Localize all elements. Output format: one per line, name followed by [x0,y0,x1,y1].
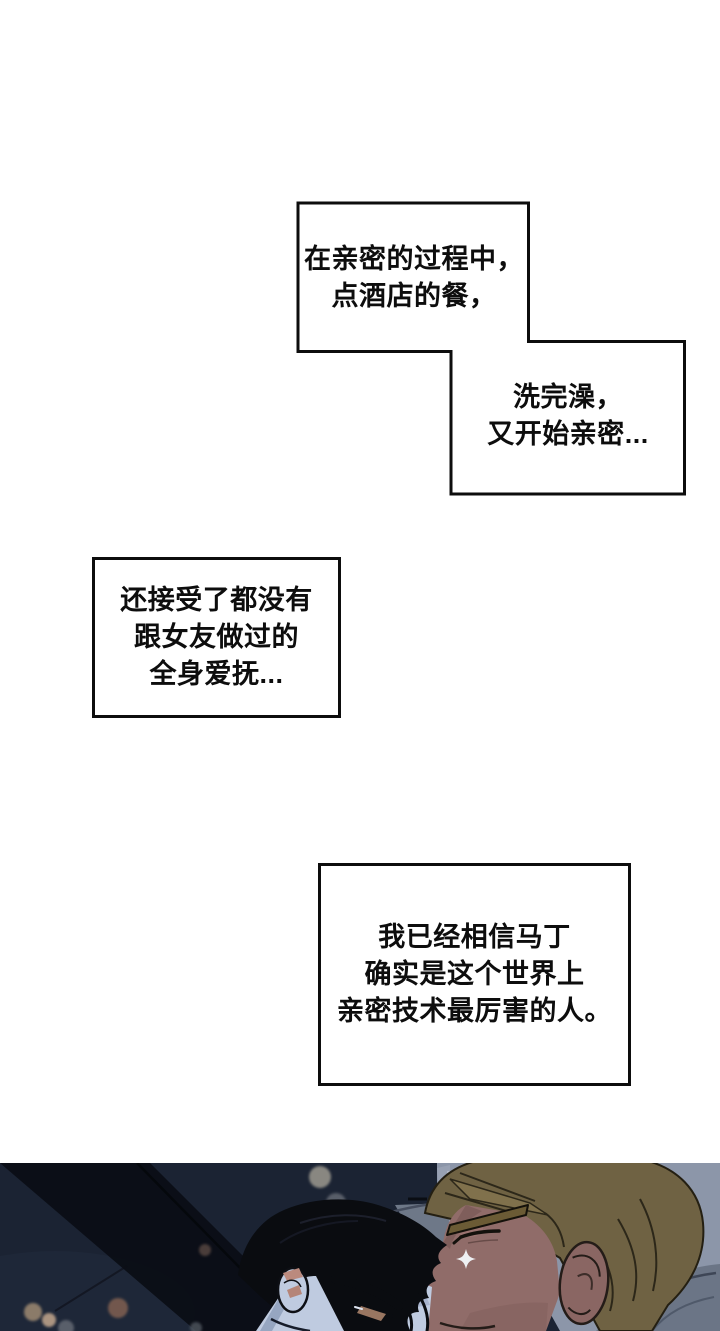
tear-sparkle [456,1249,476,1269]
dark-mans-eye-glint [354,1306,363,1310]
blond-ear-helix-line [572,1254,601,1277]
caption-line: 跟女友做过的 [134,622,299,652]
bokeh-light [108,1298,128,1318]
blond-ear-inner-line [577,1273,593,1290]
caption-box-3: 还接受了都没有 跟女友做过的 全身爱抚... [92,557,341,718]
black-hair-sheen [299,1214,387,1224]
bedding-fold-line [651,1296,715,1331]
dark-mans-ear-inner [283,1268,303,1281]
black-hair-sheen [279,1220,359,1244]
bokeh-light [190,1322,202,1331]
caption-line: 还接受了都没有 [120,585,313,615]
dark-mans-ear-inner [287,1285,302,1298]
shadow-band [0,1163,318,1331]
dark-mans-eye-shade [357,1306,386,1321]
caption-text-1: 在亲密的过程中， 点酒店的餐， [299,205,529,350]
dark-mans-ear-line [283,1279,302,1288]
blond-face [390,1205,560,1331]
caption-line: 点酒店的餐， [331,280,497,311]
bokeh-light [199,1244,211,1256]
caption-line: 洗完澡， [513,382,623,412]
bedroom-scene [0,1155,720,1331]
caption-text-3: 还接受了都没有 跟女友做过的 全身爱抚... [95,560,338,715]
blond-eyelash [452,1235,463,1245]
caption-line: 我已经相信马丁 [378,922,571,952]
blond-face-shadow [443,1205,482,1249]
bokeh-light [24,1303,42,1321]
bokeh-light [309,1166,331,1188]
caption-box-4: 我已经相信马丁 确实是这个世界上 亲密技术最厉害的人。 [318,863,631,1086]
caption-line: 全身爱抚... [149,659,284,689]
blond-man [390,1155,705,1331]
bottom-panel-illustration [0,1155,720,1331]
blond-ear [558,1240,610,1326]
black-haired-man [238,1199,447,1331]
caption-line: 亲密技术最厉害的人。 [337,996,612,1026]
caption-text-2: 洗完澡， 又开始亲密... [452,343,684,489]
blond-closed-eye [459,1229,501,1239]
caption-line: 在亲密的过程中， [304,243,524,274]
blond-eye-crease [467,1239,499,1244]
caption-line: 又开始亲密... [487,419,649,449]
caption-bubble-compound [296,201,686,496]
caption-text-4: 我已经相信马丁 确实是这个世界上 亲密技术最厉害的人。 [321,866,628,1083]
dark-mans-ear [276,1266,310,1314]
blond-cheek-shade [460,1302,548,1331]
black-hair-wisps [402,1293,430,1331]
caption-line: 确实是这个世界上 [364,959,585,989]
dark-mans-jaw-line [270,1317,311,1331]
blond-chin-line [439,1321,496,1330]
dark-mans-eyebrow [330,1274,404,1311]
bokeh-light [42,1313,56,1327]
bokeh-light [58,1320,74,1331]
caption-bubble-outline [296,201,686,496]
blond-eyebrow [446,1204,529,1236]
shadow-line-small [54,1265,128,1312]
blond-ear-lobe-line [567,1306,591,1315]
